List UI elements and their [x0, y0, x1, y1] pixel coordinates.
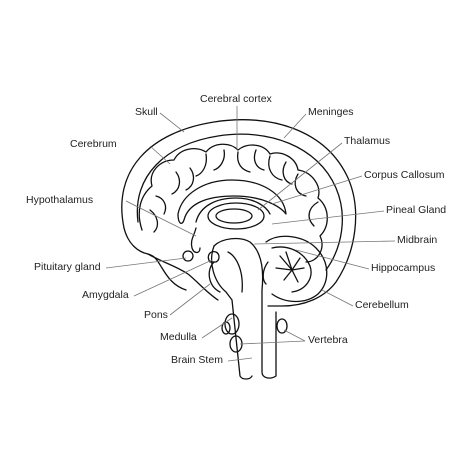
brainstem-outline: [213, 237, 277, 379]
leader-pituitary-gland: [105, 257, 187, 269]
leader-cerebrum: [149, 145, 171, 165]
cerebellum-outline: [265, 235, 328, 303]
vertebra-4: [276, 318, 288, 334]
leader-corpus-callosum: [271, 175, 363, 205]
vertebra-1: [224, 313, 240, 335]
skull-outline: [121, 119, 357, 307]
leader-meninges: [283, 113, 307, 139]
label-corpus-callosum: Corpus Callosum: [364, 169, 445, 181]
pons-shape: [208, 261, 221, 293]
cerebrum-outline: [138, 143, 328, 263]
label-thalamus: Thalamus: [344, 135, 391, 147]
label-pineal-gland: Pineal Gland: [386, 204, 447, 216]
pituitary-shape: [182, 250, 194, 262]
hypothalamus-shape: [190, 227, 201, 254]
leader-amygdala: [133, 259, 213, 297]
label-amygdala: Amygdala: [82, 289, 129, 301]
leader-hippocampus: [295, 249, 370, 270]
label-pituitary-gland: Pituitary gland: [34, 261, 101, 273]
label-cerebral-cortex: Cerebral cortex: [200, 93, 272, 105]
amygdala-shape: [207, 250, 220, 263]
label-cerebellum: Cerebellum: [355, 299, 409, 311]
thalamus-shape: [207, 202, 265, 230]
leader-vertebra-b: [283, 329, 306, 342]
leader-midbrain: [253, 240, 396, 245]
label-hippocampus: Hippocampus: [371, 262, 436, 274]
corpus-callosum-outline: [177, 179, 287, 225]
label-vertebra: Vertebra: [308, 334, 348, 346]
leader-medulla: [201, 317, 233, 339]
leader-hypothalamus: [125, 200, 197, 237]
label-hypothalamus: Hypothalamus: [26, 194, 94, 206]
label-brain-stem: Brain Stem: [171, 354, 223, 366]
leader-pineal-gland: [271, 210, 385, 225]
label-skull: Skull: [135, 106, 158, 118]
label-pons: Pons: [144, 309, 168, 321]
leader-pons: [169, 283, 211, 316]
label-medulla: Medulla: [160, 331, 197, 343]
leader-brain-stem: [227, 357, 253, 362]
label-meninges: Meninges: [308, 106, 354, 118]
label-cerebrum: Cerebrum: [70, 138, 117, 150]
leader-skull: [159, 112, 185, 133]
leader-cerebellum: [321, 289, 354, 307]
meninges-outline: [136, 133, 343, 271]
leader-vertebra-a: [239, 340, 306, 345]
leader-thalamus: [257, 142, 343, 211]
label-midbrain: Midbrain: [397, 234, 438, 246]
